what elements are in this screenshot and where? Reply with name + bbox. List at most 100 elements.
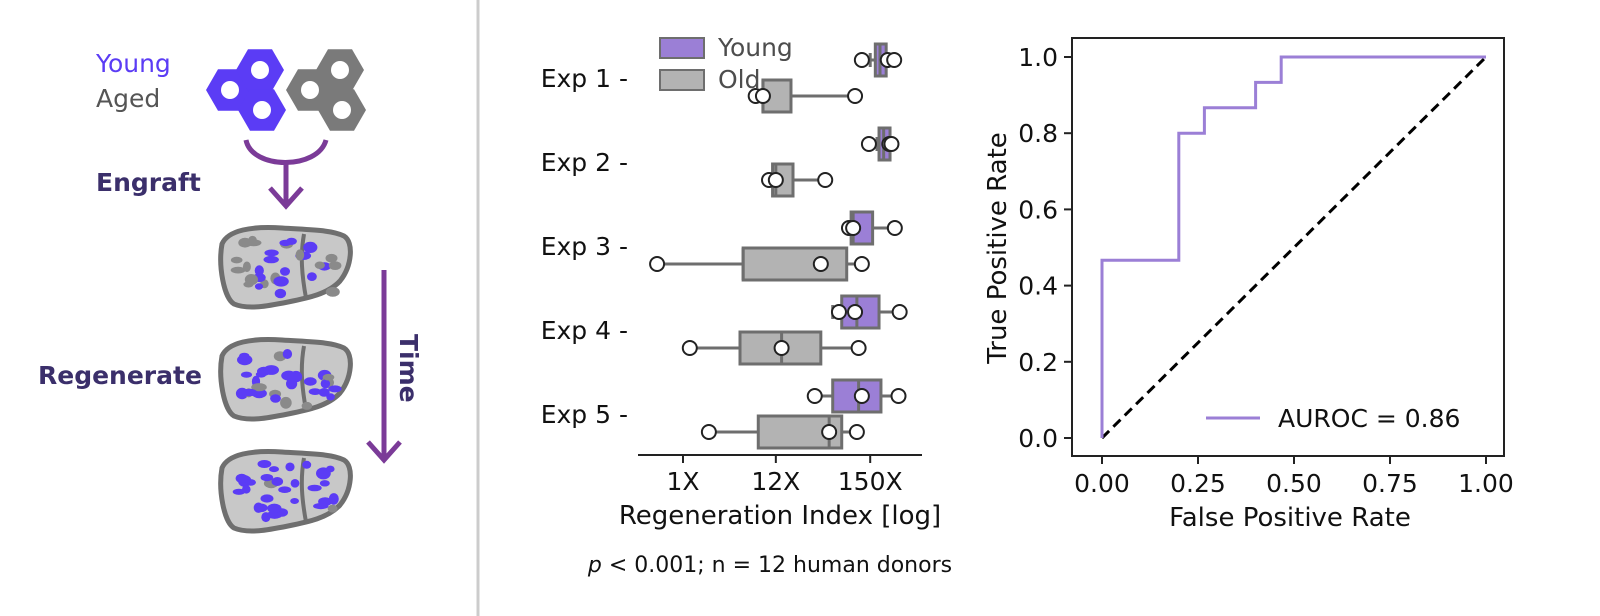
young-cell: [240, 371, 253, 378]
data-point: [848, 424, 865, 440]
box-old: [700, 414, 865, 450]
box-young: [830, 294, 908, 330]
young-cell: [282, 349, 293, 359]
young-cell: [263, 255, 279, 264]
young-cell: [308, 388, 322, 395]
aged-cell: [244, 274, 258, 286]
roc-x-tick-label: 0.00: [1074, 469, 1130, 498]
young-cell: [237, 354, 253, 366]
roc-y-tick-label: 0.2: [1018, 348, 1058, 377]
young-cell: [264, 249, 279, 257]
aged-cell: [301, 401, 313, 410]
young-cell: [271, 477, 284, 486]
legend-young-label: Young: [95, 49, 171, 78]
box-young: [860, 126, 900, 162]
young-cell: [307, 484, 322, 492]
young-cell: [302, 460, 312, 469]
young-cell: [232, 488, 246, 495]
roc-plot-frame: [1071, 37, 1505, 457]
schematic-panel: Young Aged Engraft Regenerate Time: [38, 49, 423, 534]
y-tick-label: Exp 5 -: [541, 400, 628, 429]
young-cell: [274, 288, 287, 299]
data-point: [817, 172, 834, 188]
data-point: [847, 88, 864, 104]
x-axis-title: Regeneration Index [log]: [619, 501, 941, 531]
box-old: [761, 162, 834, 198]
arrow-down-icon: [268, 186, 304, 210]
aged-cell: [230, 266, 246, 274]
young-cell: [318, 388, 330, 397]
box-old: [747, 78, 864, 114]
boxplot-legend: Young Old: [659, 33, 793, 94]
box-old: [649, 246, 870, 282]
data-point: [886, 52, 903, 68]
data-point: [883, 136, 900, 152]
box-old: [681, 330, 867, 366]
young-cell: [267, 510, 283, 519]
roc-y-axis-title: True Positive Rate: [983, 132, 1013, 365]
data-point: [754, 88, 771, 104]
young-cell: [253, 502, 264, 513]
data-point: [821, 424, 838, 440]
young-cell: [241, 388, 258, 397]
aged-cell: [242, 261, 251, 273]
aged-cell: [251, 383, 267, 392]
young-cell: [263, 365, 279, 375]
data-point: [890, 388, 907, 404]
young-cell: [281, 370, 297, 381]
data-point: [853, 256, 870, 272]
young-cell: [290, 498, 299, 504]
box-young: [853, 42, 903, 78]
young-cell: [319, 480, 330, 487]
x-tick-label: 12X: [751, 467, 800, 496]
aged-cell: [314, 261, 325, 269]
young-cell: [260, 494, 274, 503]
young-cell: [260, 474, 274, 482]
roc-curve: [1100, 55, 1486, 438]
data-point: [773, 340, 790, 356]
merge-bracket: [243, 139, 329, 165]
data-point: [860, 136, 877, 152]
young-cell: [320, 379, 331, 389]
aged-cell: [295, 249, 305, 261]
hexagon-cluster-aged-icon: [286, 49, 366, 131]
young-cell: [254, 283, 264, 290]
liver-icon: [218, 449, 353, 534]
roc-y-tick-label: 0.0: [1018, 424, 1058, 453]
young-cell: [326, 465, 335, 473]
young-cell: [280, 267, 290, 276]
footnote-text: < 0.001; n = 12 human donors: [602, 553, 952, 578]
time-label: Time: [394, 334, 423, 403]
liver-icon: [218, 225, 353, 310]
young-cell: [318, 497, 333, 506]
hexagon-hole: [333, 101, 351, 119]
time-arrow-head: [366, 440, 402, 464]
young-cell: [285, 462, 295, 472]
step-regenerate: Regenerate: [38, 361, 202, 390]
data-point: [847, 304, 864, 320]
legend-young: Young: [717, 33, 793, 62]
data-point: [830, 304, 847, 320]
box-iqr: [741, 246, 849, 282]
data-point: [853, 388, 870, 404]
hexagon-cluster-young-icon: [206, 49, 286, 131]
roc-x-tick-label: 0.25: [1170, 469, 1226, 498]
y-tick-label: Exp 4 -: [541, 316, 628, 345]
data-point: [850, 340, 867, 356]
young-cell: [273, 276, 289, 287]
legend-swatch-young: [659, 37, 705, 59]
hexagon-hole: [331, 61, 349, 79]
aged-cell: [327, 504, 338, 513]
aged-cell: [328, 261, 342, 270]
y-tick-label: Exp 2 -: [541, 148, 628, 177]
roc-legend: AUROC = 0.86: [1206, 404, 1460, 433]
x-tick-label: 150X: [838, 467, 903, 496]
young-cell: [303, 377, 317, 386]
p-symbol: p: [587, 553, 602, 578]
young-cell: [290, 479, 300, 488]
young-cell: [326, 393, 335, 401]
hexagon-hole: [253, 101, 271, 119]
boxplot-panel: Young Old Exp 1 -Exp 2 -Exp 3 -Exp 4 -Ex…: [541, 33, 952, 578]
roc-x-tick-label: 0.50: [1266, 469, 1322, 498]
